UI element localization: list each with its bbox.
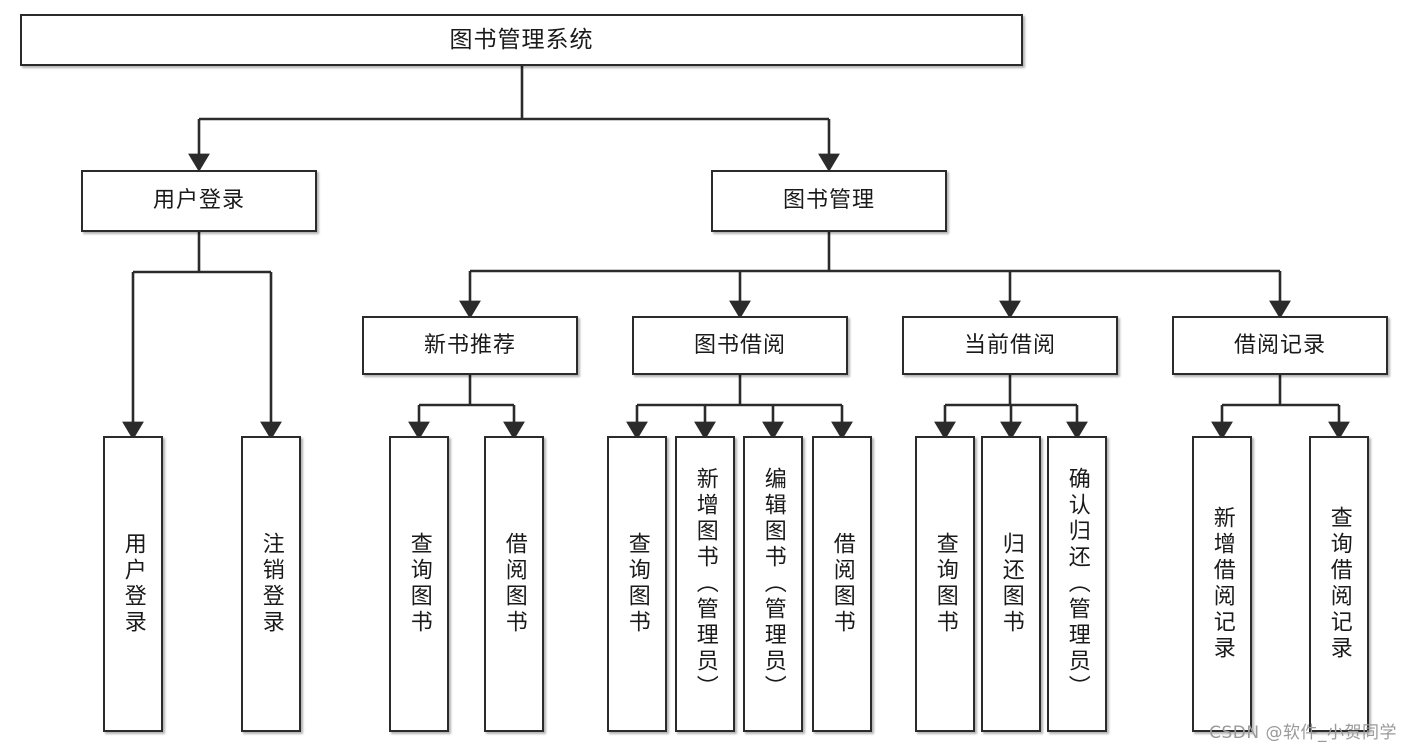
leaf-borrow-record-add-record[interactable]: 新增借阅记录 [1192,436,1252,732]
leaf-user-login-logout[interactable]: 注销登录 [241,436,301,732]
node-book-management-label: 图书管理 [782,188,875,214]
leaf-label: 借阅图书 [829,532,855,636]
leaf-book-borrow-borrow-book[interactable]: 借阅图书 [812,436,872,732]
leaf-current-borrow-query-book[interactable]: 查询图书 [915,436,975,732]
leaf-borrow-record-query-record[interactable]: 查询借阅记录 [1309,436,1369,732]
node-book-borrow-label: 图书借阅 [693,332,786,358]
node-new-book-recommend-label: 新书推荐 [423,332,516,358]
leaf-book-borrow-add-book[interactable]: 新增图书（管理员） [675,436,735,732]
leaf-new-book-query-book[interactable]: 查询图书 [389,436,449,732]
leaf-label: 查询图书 [406,532,432,636]
leaf-label: 查询图书 [932,532,958,636]
leaf-book-borrow-edit-book[interactable]: 编辑图书（管理员） [743,436,803,732]
node-user-login[interactable]: 用户登录 [81,170,317,232]
leaf-label: 查询借阅记录 [1326,506,1352,662]
leaf-label: 新增图书（管理员） [692,467,718,701]
leaf-label: 归还图书 [998,532,1024,636]
leaf-label: 查询图书 [624,532,650,636]
node-borrow-record-label: 借阅记录 [1233,332,1326,358]
watermark-text: CSDN @软件_小贺同学 [1209,723,1397,743]
leaf-current-borrow-return-book[interactable]: 归还图书 [981,436,1041,732]
node-book-borrow[interactable]: 图书借阅 [632,316,848,375]
leaf-label: 用户登录 [120,532,146,636]
leaf-label: 确认归还（管理员） [1064,467,1090,701]
node-root-label: 图书管理系统 [449,26,594,53]
node-root[interactable]: 图书管理系统 [20,14,1023,66]
node-new-book-recommend[interactable]: 新书推荐 [362,316,578,375]
leaf-new-book-borrow-book[interactable]: 借阅图书 [484,436,544,732]
leaf-user-login-login[interactable]: 用户登录 [103,436,163,732]
node-current-borrow-label: 当前借阅 [963,332,1056,358]
leaf-current-borrow-confirm-return[interactable]: 确认归还（管理员） [1047,436,1107,732]
leaf-label: 新增借阅记录 [1209,506,1235,662]
node-current-borrow[interactable]: 当前借阅 [902,316,1118,375]
node-book-management[interactable]: 图书管理 [711,170,947,232]
leaf-book-borrow-query-book[interactable]: 查询图书 [607,436,667,732]
leaf-label: 注销登录 [258,532,284,636]
node-user-login-label: 用户登录 [152,188,245,214]
leaf-label: 借阅图书 [501,532,527,636]
leaf-label: 编辑图书（管理员） [760,467,786,701]
node-borrow-record[interactable]: 借阅记录 [1172,316,1388,375]
